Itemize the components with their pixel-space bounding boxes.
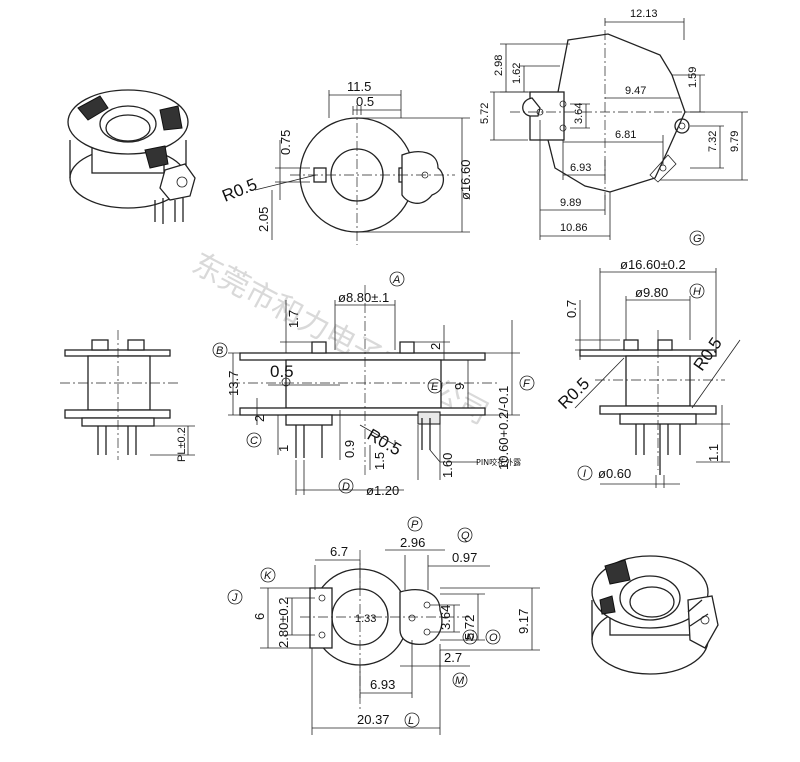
dim-20-37: 20.37 — [357, 712, 390, 727]
top-right-view: 12.13 2.98 1.62 1.59 9.47 5.72 3.64 6.81… — [479, 8, 748, 240]
dim-11-5: 11.5 — [347, 79, 371, 94]
dim-6-93: 6.93 — [570, 162, 591, 174]
dim-0-5: 0.5 — [356, 94, 374, 109]
marker-d: D — [342, 481, 350, 493]
dim-10-86: 10.86 — [560, 222, 588, 234]
front-view-top: 11.5 0.5 0.75 R0.5 2.05 ø16.60 — [219, 79, 473, 245]
dim-d9-80: ø9.80 — [635, 285, 668, 300]
dim-9: 9 — [452, 383, 467, 390]
marker-m: M — [455, 675, 465, 687]
marker-a: A — [392, 274, 400, 286]
dim-5-72: 5.72 — [479, 103, 491, 124]
dim-6: 6 — [252, 613, 267, 620]
pin-note: PIN咬花外露 — [476, 457, 521, 467]
dim-13-7: 13.7 — [226, 371, 241, 396]
markers: A B C D E F G H I J K L M N O P Q — [212, 230, 705, 728]
marker-k: K — [264, 570, 272, 582]
iso-view-top — [67, 89, 196, 224]
dim-3-64-bottom: 3.64 — [438, 605, 453, 630]
dim-6-93-bottom: 6.93 — [370, 677, 395, 692]
dim-0-75: 0.75 — [278, 130, 293, 155]
dim-9-47: 9.47 — [625, 85, 646, 97]
dim-5-72-bottom: 5.72 — [462, 615, 477, 640]
dim-7-32: 7.32 — [707, 131, 719, 152]
iso-view-bottom — [591, 555, 719, 675]
dim-2-low: 2 — [252, 415, 267, 422]
dim-9-89: 9.89 — [560, 197, 581, 209]
side-view: PL±0.2 — [60, 330, 195, 462]
dim-d16-60-right: ø16.60±0.2 — [620, 257, 686, 272]
dim-pl: PL±0.2 — [176, 427, 188, 462]
dim-10-60: 10.60+0.2/-0.1 — [496, 386, 511, 470]
dim-r0-5-left: R0.5 — [554, 374, 593, 413]
marker-p: P — [411, 519, 419, 531]
dim-1-5: 1.5 — [372, 452, 387, 470]
marker-l: L — [408, 715, 414, 727]
marker-i: I — [583, 468, 586, 480]
marker-f: F — [523, 378, 531, 390]
dim-r0-5: R0.5 — [219, 175, 259, 206]
marker-g: G — [693, 233, 702, 245]
dim-0-9: 0.9 — [342, 440, 357, 458]
dim-2-top: 2 — [428, 343, 443, 350]
dim-6-81: 6.81 — [615, 129, 636, 141]
dim-d8-80: ø8.80±.1 — [338, 290, 389, 305]
dim-1-59: 1.59 — [687, 67, 699, 88]
dim-2-80: 2.80±0.2 — [276, 597, 291, 648]
dim-0-97: 0.97 — [452, 550, 477, 565]
marker-c: C — [250, 435, 258, 447]
dim-6-7: 6.7 — [330, 544, 348, 559]
dim-2-05: 2.05 — [256, 207, 271, 232]
marker-e: E — [431, 381, 439, 393]
dim-2-98: 2.98 — [493, 55, 505, 76]
right-section-view: ø16.60±0.2 ø9.80 0.7 R0.5 R0.5 1.1 ø0.60 — [554, 257, 741, 488]
marker-j: J — [231, 592, 238, 604]
dim-0-5-section: 0.5 — [270, 362, 294, 381]
marker-o: O — [489, 632, 498, 644]
dim-d16-60: ø16.60 — [458, 160, 473, 200]
dim-1-33: 1.33 — [355, 613, 376, 625]
marker-b: B — [216, 345, 223, 357]
dim-2-96: 2.96 — [400, 535, 425, 550]
dim-d0-60: ø0.60 — [598, 466, 631, 481]
dim-1-7: 1.7 — [286, 310, 301, 328]
dim-1-60: 1.60 — [440, 453, 455, 478]
dim-9-79: 9.79 — [729, 131, 741, 152]
marker-q: Q — [461, 530, 470, 542]
dim-0-7: 0.7 — [564, 300, 579, 318]
dim-12-13: 12.13 — [630, 8, 658, 20]
marker-n: N — [466, 632, 474, 644]
bottom-view: 6.7 2.96 0.97 6 2.80±0.2 1.33 3.64 5.72 … — [252, 535, 540, 735]
dim-1-1: 1.1 — [706, 444, 721, 462]
dim-1: 1 — [276, 445, 291, 452]
dim-2-7: 2.7 — [444, 650, 462, 665]
dim-1-62: 1.62 — [511, 63, 523, 84]
marker-h: H — [693, 286, 701, 298]
dim-9-17: 9.17 — [516, 609, 531, 634]
dim-d1-20: ø1.20 — [366, 483, 399, 498]
dim-3-64: 3.64 — [573, 103, 585, 124]
section-view: ø8.80±.1 1.7 13.7 0.5 2 9 10.60+0.2/-0.1… — [226, 285, 521, 498]
